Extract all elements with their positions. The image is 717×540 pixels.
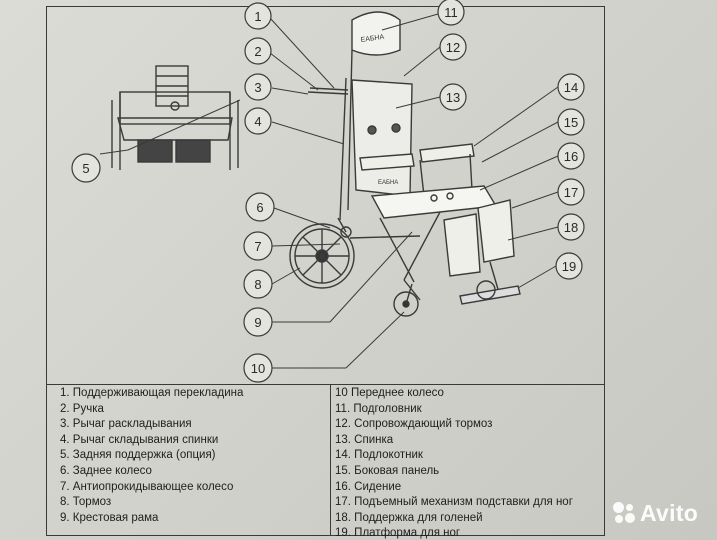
callout-11: 11 [444, 5, 458, 20]
avito-watermark: Avito [612, 498, 712, 528]
legend-item: 10 Переднее колесо [335, 387, 444, 399]
callout-6: 6 [256, 200, 263, 215]
legend-item: 3. Рычаг раскладывания [60, 418, 192, 431]
seat-brand: ЕАБНА [378, 180, 398, 186]
callout-12: 12 [446, 40, 460, 55]
legend-item: 18. Поддержка для голеней [335, 511, 483, 524]
callout-7: 7 [254, 239, 261, 254]
legend-item: 4. Рычаг складывания спинки [60, 433, 219, 446]
legend-item: 12. Сопровождающий тормоз [335, 418, 493, 431]
legend-item: 9. Крестовая рама [60, 511, 159, 524]
legend-item: 15. Боковая панель [335, 464, 440, 477]
legend-item: 17. Подъемный механизм подставки для ног [335, 496, 573, 509]
callout-5: 5 [82, 161, 89, 176]
callout-16: 16 [564, 149, 578, 164]
callout-14: 14 [564, 80, 578, 95]
callout-1: 1 [254, 9, 261, 24]
callout-17: 17 [564, 185, 578, 200]
legend-item: 16. Сидение [335, 480, 402, 493]
legend-item: 11. Подголовник [335, 402, 422, 415]
legend-item: 19. Платформа для ног [335, 527, 461, 540]
legend-item: 13. Спинка [335, 433, 394, 446]
callout-13: 13 [446, 90, 460, 105]
legend-item: 5. Задняя поддержка (опция) [60, 449, 216, 462]
legend-item: 2. Ручка [60, 402, 104, 415]
diagram-frame [46, 6, 605, 536]
callout-2: 2 [254, 44, 261, 59]
callout-3: 3 [254, 80, 261, 95]
legend-item: 1. Поддерживающая перекладина [60, 387, 244, 399]
legend-item: 7. Антиопрокидывающее колесо [60, 480, 234, 493]
rear-view-inset [111, 65, 239, 170]
callout-15: 15 [564, 115, 578, 130]
avito-logo-icon [612, 501, 636, 525]
callout-4: 4 [254, 114, 261, 129]
legend-item: 8. Тормоз [60, 496, 112, 509]
callout-8: 8 [254, 277, 261, 292]
legend-column-right: 10 Переднее колесо 11. Подголовник 12. С… [330, 385, 605, 539]
callout-10: 10 [251, 361, 265, 376]
watermark-text: Avito [640, 499, 699, 526]
legend-item: 6. Заднее колесо [60, 464, 152, 477]
parts-legend: 1. Поддерживающая перекладина 2. Ручка 3… [46, 384, 605, 539]
headrest-brand: ЕАБНА [360, 34, 385, 44]
legend-item: 14. Подлокотник [335, 449, 423, 462]
callout-19: 19 [562, 259, 576, 274]
callout-18: 18 [564, 220, 578, 235]
legend-column-left: 1. Поддерживающая перекладина 2. Ручка 3… [46, 385, 330, 536]
callout-9: 9 [254, 315, 261, 330]
